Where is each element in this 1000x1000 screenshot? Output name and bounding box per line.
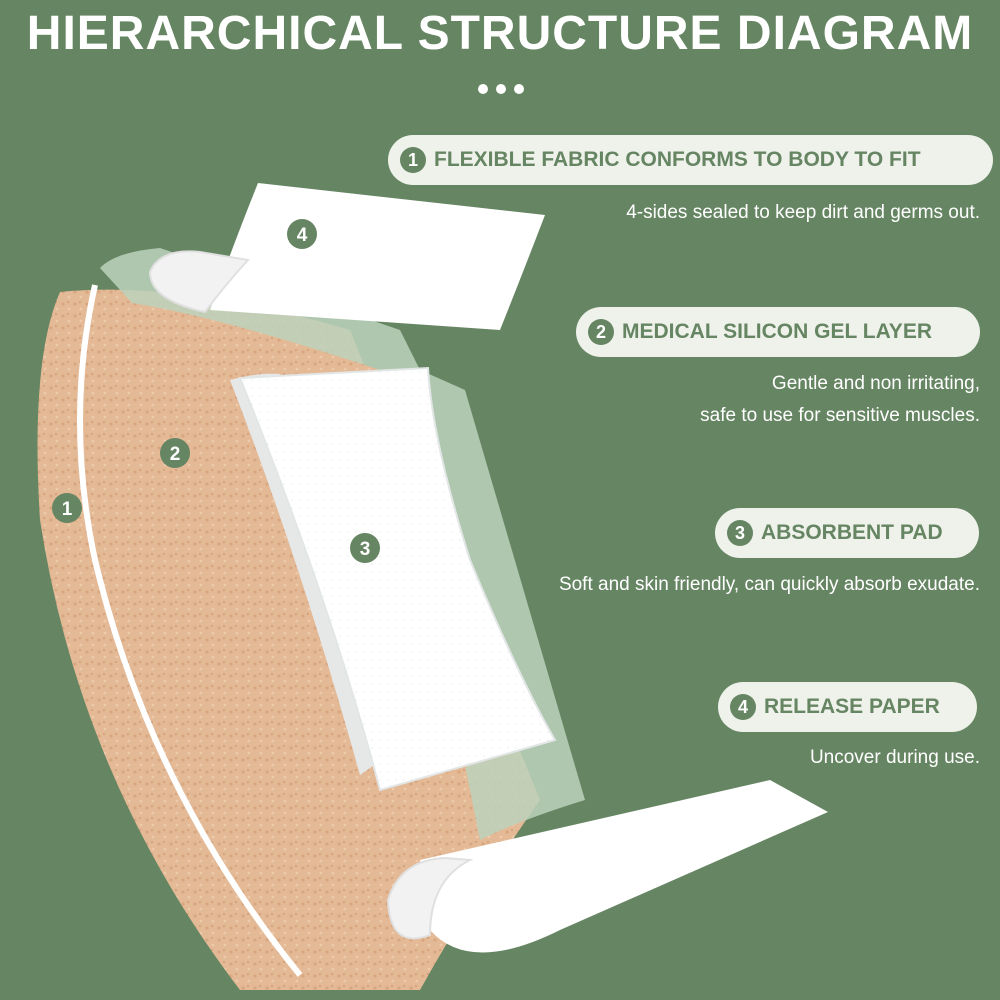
release-paper-bottom-curl [386,856,474,940]
layer-2-description: Gentle and non irritating, safe to use f… [700,368,980,432]
layer-2-number: 2 [588,319,614,345]
dot [478,84,488,94]
pad-shadow [230,373,380,775]
layer-2-description-line: Gentle and non irritating, [771,373,980,394]
release-paper-top [210,183,545,330]
layer-3-number: 3 [727,520,753,546]
layer-2-description-line: safe to use for sensitive muscles. [700,405,980,426]
layer-2-label: MEDICAL SILICON GEL LAYER [622,320,932,343]
marker-3-label: 3 [360,539,371,560]
marker-4: 4 [287,219,317,249]
layer-4-description: Uncover during use. [810,742,980,774]
marker-2-label: 2 [170,444,181,465]
marker-1-label: 1 [62,499,73,520]
page-title: HIERARCHICAL STRUCTURE DIAGRAM [26,7,974,60]
marker-4-label: 4 [297,225,308,246]
release-paper-bottom [420,780,828,953]
layer-2-pill: 2 MEDICAL SILICON GEL LAYER [576,307,980,357]
layer-4-number: 4 [730,694,756,720]
layer-3-pill: 3 ABSORBENT PAD [715,508,979,558]
layer-3-label: ABSORBENT PAD [761,521,943,544]
layer-1-label: FLEXIBLE FABRIC CONFORMS TO BODY TO FIT [434,148,921,171]
layer-1-number: 1 [400,147,426,173]
fabric-rim [77,284,303,977]
decorative-dots [478,84,524,94]
layer-4-label: RELEASE PAPER [764,695,940,718]
layer-3-description-line: Soft and skin friendly, can quickly abso… [558,574,980,595]
marker-3: 3 [350,533,380,563]
layer-1-pill: 1 FLEXIBLE FABRIC CONFORMS TO BODY TO FI… [388,135,993,185]
dot [496,84,506,94]
layer-4-pill: 4 RELEASE PAPER [718,682,977,732]
absorbent-pad-layer [238,366,557,792]
release-paper-top-curl [148,250,250,314]
dot [514,84,524,94]
layer-4-description-line: Uncover during use. [809,747,980,768]
layer-1-description-line: 4-sides sealed to keep dirt and germs ou… [626,202,980,223]
marker-1: 1 [52,493,82,523]
layer-1-description: 4-sides sealed to keep dirt and germs ou… [626,197,980,229]
layer-3-description: Soft and skin friendly, can quickly abso… [559,569,980,601]
marker-2: 2 [160,438,190,468]
